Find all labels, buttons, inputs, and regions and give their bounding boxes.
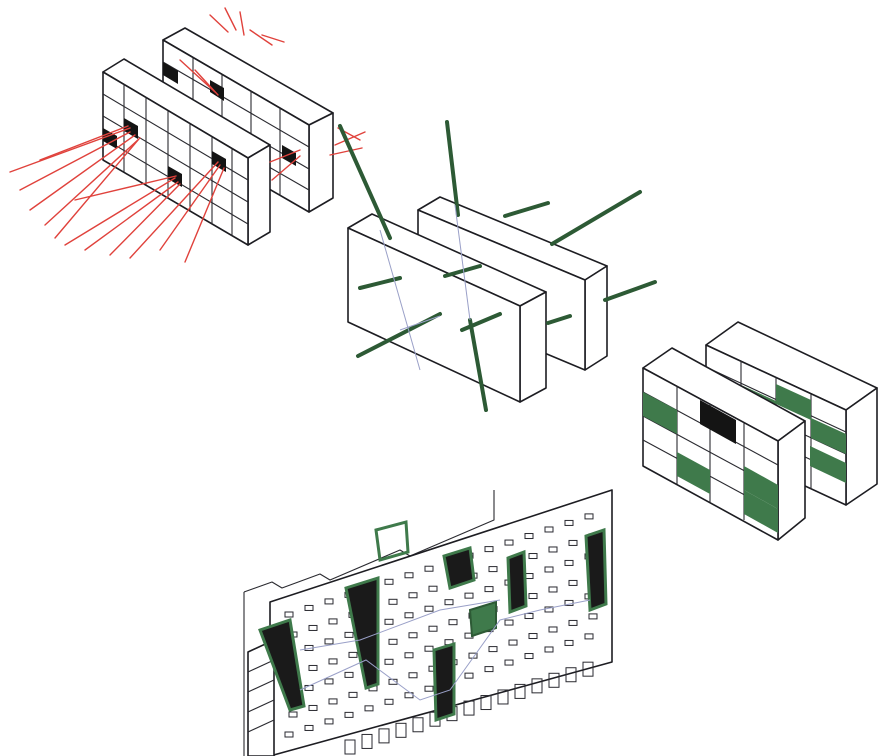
ground-floor-bay (362, 734, 372, 748)
ground-floor-bay (379, 729, 389, 743)
vegetation-grid-diagram (643, 322, 877, 540)
ground-floor-bay (413, 718, 423, 732)
green-void (444, 548, 474, 588)
air-flow-diagram (340, 122, 655, 410)
ground-floor-bay (396, 723, 406, 737)
ground-floor-bay (464, 701, 474, 715)
green-void (586, 530, 606, 610)
green-void (434, 644, 454, 720)
green-void (508, 552, 526, 612)
sun-exposure-diagram (10, 8, 365, 262)
ground-floor-bay (345, 740, 355, 754)
facade-axonometric (244, 490, 612, 756)
green-void (376, 522, 408, 560)
